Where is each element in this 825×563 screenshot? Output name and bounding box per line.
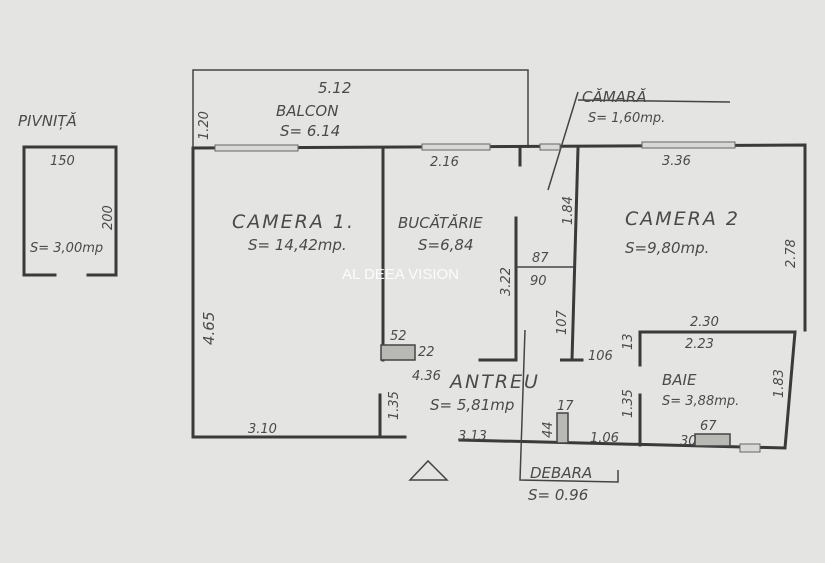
pivnita-label: PIVNIȚĂ [18, 111, 77, 130]
hall-duct-height: 44 [541, 421, 556, 438]
camera2-label: CAMERA 2 [625, 208, 740, 230]
window [539, 143, 561, 151]
balcon-depth: 1.20 [197, 111, 212, 140]
camera1-area: S= 14,42mp. [248, 236, 347, 254]
camera2-side: 2.78 [784, 239, 799, 268]
bath-duct-width: 67 [700, 419, 717, 434]
pivnita-width: 150 [50, 154, 75, 169]
bucatarie-label: BUCĂTĂRIE [398, 213, 483, 232]
bucatarie-side: 3.22 [499, 267, 514, 296]
camera1-label: CAMERA 1. [232, 211, 355, 233]
baie-label: BAIE [662, 371, 697, 389]
baie-left: 1.35 [621, 389, 636, 418]
baie-area: S= 3,88mp. [662, 394, 739, 409]
camera1-bottom: 3.10 [248, 422, 277, 437]
bath-duct-height: 30 [680, 434, 697, 449]
baie-small: 13 [621, 333, 636, 350]
balcon-room: 5.12 BALCON S= 6.14 1.20 [192, 69, 529, 148]
bucatarie-area: S=6,84 [418, 236, 474, 254]
balcon-label: BALCON [276, 102, 338, 120]
camara-w2: 90 [530, 274, 547, 289]
window [739, 443, 761, 453]
pivnita-length: 200 [101, 205, 116, 230]
pivnita-area: S= 3,00mp [30, 241, 103, 256]
window [641, 141, 736, 149]
camara-area: S= 1,60mp. [588, 111, 665, 126]
kitchen-duct-width: 52 [390, 329, 407, 344]
hall-duct [556, 412, 569, 444]
walls [191, 91, 807, 483]
camera1-height: 4.65 [200, 312, 218, 345]
kitchen-duct [380, 344, 416, 361]
antreu-label: ANTREU [448, 371, 540, 393]
debara-area: S= 0.96 [528, 486, 588, 504]
windows [214, 141, 761, 453]
camara-side: 1.84 [561, 196, 576, 225]
hall-duct-width: 17 [557, 399, 574, 414]
bucatarie-top: 2.16 [430, 155, 459, 170]
antreu-dim-106b: 1.06 [590, 431, 619, 446]
balcon-area: S= 6.14 [280, 122, 340, 140]
baie-top-inner: 2.23 [685, 337, 714, 352]
baie-top-outer: 2.30 [690, 315, 719, 330]
camera2-top: 3.36 [662, 154, 691, 169]
kitchen-duct-height: 22 [418, 345, 435, 360]
debara-label: DEBARA [530, 464, 592, 482]
antreu-dim-313: 3.13 [458, 429, 487, 444]
camera2-area: S=9,80mp. [625, 239, 709, 257]
antreu-area: S= 5,81mp [430, 396, 514, 414]
antreu-dim-107: 107 [555, 309, 570, 335]
balcon-width: 5.12 [318, 79, 351, 97]
camara-label: CĂMARĂ [582, 87, 647, 106]
watermark: AL DEEA VISION [342, 266, 459, 283]
antreu-dim-436: 4.36 [412, 369, 441, 384]
entrance-marker-icon [408, 459, 449, 481]
antreu-dim-135: 1.35 [387, 391, 402, 420]
baie-side: 1.83 [772, 369, 787, 398]
bath-duct [694, 433, 731, 447]
window [421, 143, 491, 151]
window [214, 144, 299, 152]
camara-w1: 87 [532, 251, 549, 266]
pivnita-room: PIVNIȚĂ 150 200 S= 3,00mp [18, 111, 118, 277]
antreu-dim-106: 106 [588, 349, 613, 364]
